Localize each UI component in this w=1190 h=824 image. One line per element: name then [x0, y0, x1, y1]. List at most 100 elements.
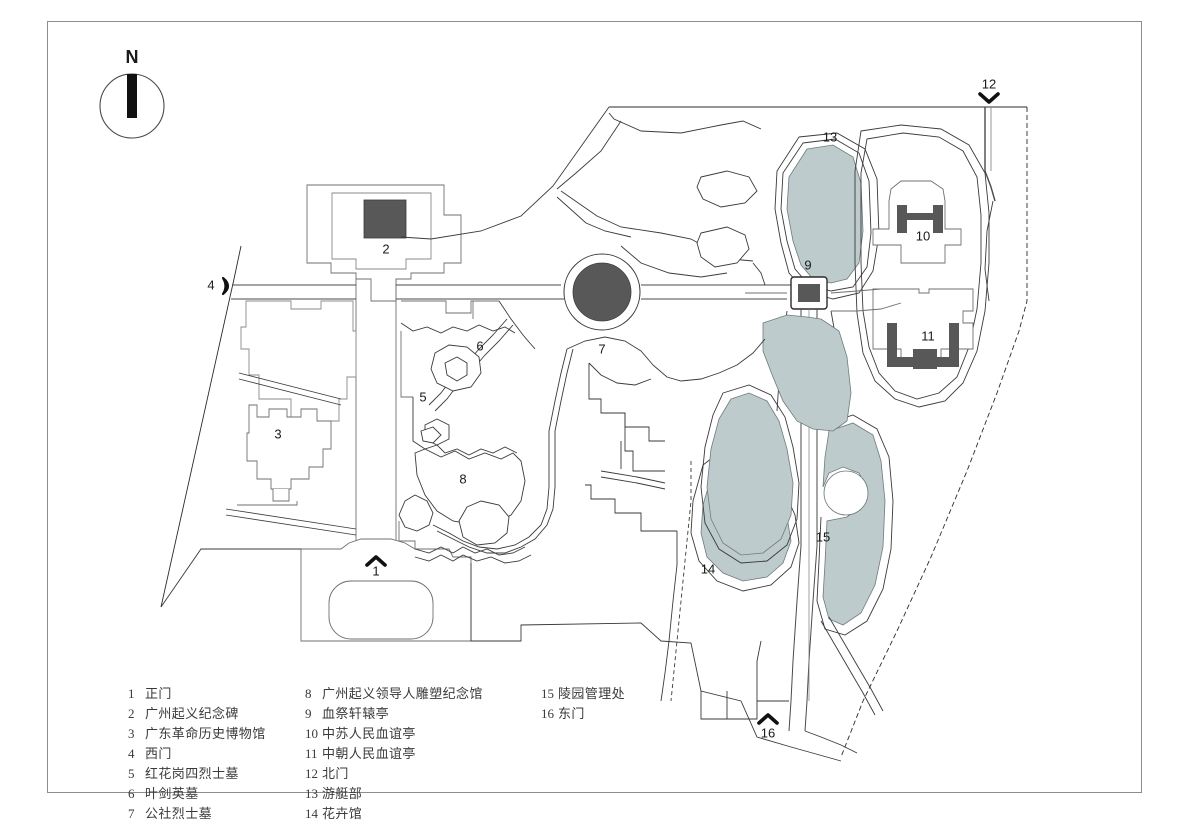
area-8-ring-road	[432, 486, 550, 550]
figure-frame: N	[47, 21, 1142, 821]
legend-number: 2	[128, 706, 135, 721]
legend-label: 公社烈士墓	[145, 806, 213, 821]
map-label-4: 4	[207, 277, 214, 292]
compass-needle	[127, 74, 137, 118]
compass-north-label: N	[126, 47, 139, 67]
legend-item: 10 中苏人民血谊亭	[305, 724, 483, 744]
north-lake-water	[786, 144, 864, 284]
west-boundary-line-upper	[233, 245, 242, 280]
north-path-e	[620, 245, 728, 278]
legend-label: 正门	[145, 686, 172, 701]
legend-item: 15 陵园管理处	[541, 684, 625, 704]
legend-number: 12	[305, 766, 318, 781]
south-lake-right-shore	[816, 414, 894, 636]
legend-number: 8	[305, 686, 312, 701]
se-garden-path-b	[566, 336, 654, 366]
gate-marker-4	[221, 276, 230, 296]
north-path-f	[752, 262, 766, 286]
north-lake-path-outer	[774, 132, 880, 300]
legend-label: 游艇部	[322, 786, 363, 801]
south-lake-outflow	[820, 620, 876, 716]
map-label-14: 14	[701, 561, 715, 576]
map-number-labels: 1 2 3 4 5 6 7 8 9 10 11 12 13 14 15 16	[207, 76, 996, 740]
map-label-2: 2	[382, 241, 389, 256]
legend-item: 2 广州起义纪念碑	[128, 704, 266, 724]
legend-label: 广州起义纪念碑	[145, 706, 239, 721]
legend-label: 陵园管理处	[558, 686, 626, 701]
garden-diag-a	[498, 300, 536, 350]
causeway-east-edge	[804, 309, 818, 732]
north-arrow: N	[99, 47, 165, 139]
garden-north-edge	[401, 300, 499, 314]
pavilion-10-enclosure	[872, 180, 962, 264]
north-gate-link-path	[984, 200, 994, 302]
south-lake-outflow-b	[828, 616, 884, 712]
legend-label: 中朝人民血谊亭	[322, 746, 416, 761]
causeway-west-edge	[788, 309, 802, 732]
legend-number: 5	[128, 766, 135, 781]
south-plot-line-b	[600, 476, 666, 490]
east-gate-plot-a	[726, 691, 789, 720]
gate-marker-1	[365, 555, 387, 567]
legend-label: 广州起义领导人雕塑纪念馆	[322, 686, 483, 701]
museum-area-upper	[240, 300, 357, 422]
map-label-13: 13	[823, 129, 837, 144]
south-edge-a	[470, 563, 642, 642]
legend-number: 3	[128, 726, 135, 741]
east-garden-edge-a	[548, 348, 568, 487]
museum-south-wall-b	[225, 514, 357, 536]
north-lake-shore-inner	[780, 138, 872, 292]
east-gate-plot-c	[756, 640, 762, 701]
legend-number: 10	[305, 726, 318, 741]
museum-south-wall-a	[225, 508, 357, 530]
museum-building-3	[246, 404, 332, 490]
tomb-5-inner	[444, 356, 468, 382]
north-path-d	[556, 196, 632, 238]
pavilion-10-east-pillar	[933, 205, 943, 233]
gate-plaza-island	[328, 580, 434, 640]
causeway-east-link	[831, 302, 902, 312]
park-map-drawing: N	[99, 47, 1028, 762]
se-garden-path-c	[652, 338, 766, 382]
legend-number: 1	[128, 686, 135, 701]
legend-number: 13	[305, 786, 318, 801]
east-garden-edge-b	[554, 348, 574, 487]
garden-west-edge	[400, 331, 413, 398]
south-edge-b	[640, 622, 842, 762]
se-garden-path-d	[588, 362, 652, 386]
monument-building-2	[363, 199, 407, 239]
legend-label: 中苏人民血谊亭	[322, 726, 416, 741]
map-label-11: 11	[921, 328, 935, 343]
north-path-b	[556, 120, 622, 190]
map-label-1: 1	[372, 563, 379, 578]
gate-marker-16	[757, 713, 779, 725]
gate-plaza-north-path	[414, 546, 526, 556]
legend-label: 东门	[558, 706, 585, 721]
area-8-ring-road-outer	[436, 486, 556, 554]
legend-number: 15	[541, 686, 554, 701]
legend-number: 11	[305, 746, 318, 761]
center-lake-south-lobe	[762, 314, 852, 432]
north-west-diagonal-path	[400, 106, 610, 240]
area-8-west-plot	[398, 494, 434, 532]
garden-feature-inner	[420, 426, 442, 444]
museum-south-edge	[237, 501, 298, 506]
legend-number: 14	[305, 806, 318, 821]
pavilion-9-building	[798, 284, 820, 302]
pavilion-11-center-block	[913, 349, 937, 369]
monument-circle-7	[572, 262, 632, 322]
legend-label: 血祭轩辕亭	[322, 706, 390, 721]
south-plot-line-a	[600, 470, 666, 484]
museum-terrace-line-b	[238, 378, 342, 406]
south-lake-left-water	[706, 392, 794, 556]
